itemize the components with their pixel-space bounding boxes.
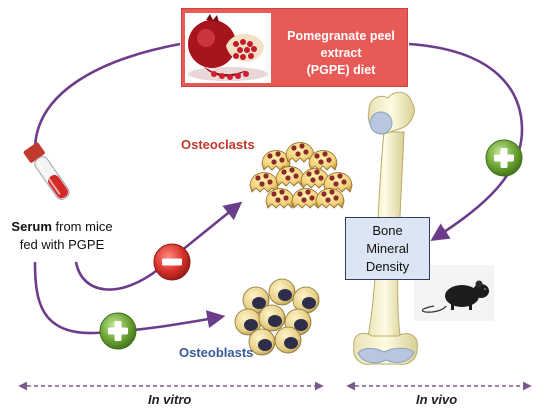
bone-mineral-density-box: Bone Mineral Density (345, 217, 430, 280)
blood-tube-icon (23, 142, 70, 200)
bmd-line1: Bone (372, 223, 403, 238)
osteoclasts-label: Osteoclasts (181, 137, 255, 152)
osteoclast-cell (265, 188, 295, 209)
arrow-diet-to-bone-density (408, 42, 524, 241)
osteoblast-cell (258, 304, 286, 332)
plus-sign-icon (485, 139, 523, 177)
diet-label-line2: (PGPE) diet (306, 63, 376, 77)
arrow-diet-to-serum (33, 42, 181, 151)
osteoblast-cell (242, 286, 270, 314)
diet-label: Pomegranate peel extract (PGPE) diet (276, 28, 406, 79)
arrow-serum-to-osteoclasts (74, 201, 243, 291)
osteoclast-cell (261, 150, 291, 171)
osteoclast-cell (249, 172, 279, 193)
osteoclast-cells-icon (249, 142, 353, 209)
serum-label: Serum from mice fed with PGPE (0, 218, 124, 254)
osteoblast-cell (234, 308, 262, 336)
bmd-line2: Mineral (366, 241, 409, 256)
osteoclast-cell (308, 150, 338, 171)
bmd-line3: Density (365, 259, 410, 274)
osteoblast-cells-icon (234, 278, 320, 356)
osteoblast-cell (248, 328, 276, 356)
diet-label-line1: Pomegranate peel extract (287, 29, 395, 60)
osteoblasts-label: Osteoblasts (179, 345, 254, 360)
osteoclast-cell (300, 168, 330, 189)
osteoblast-cell (268, 278, 296, 306)
in-vitro-label: In vitro (148, 392, 192, 407)
mouse-icon (414, 265, 494, 321)
osteoblast-cell (292, 286, 320, 314)
plus-sign-icon (99, 312, 137, 350)
in-vivo-label: In vivo (416, 392, 458, 407)
minus-sign-icon (153, 243, 191, 281)
osteoblast-cell (274, 326, 302, 354)
arrow-serum-to-osteoblasts (33, 261, 226, 335)
serum-label-bold: Serum (11, 219, 52, 234)
osteoclast-cell (291, 188, 321, 209)
pomegranate-icon (185, 13, 271, 83)
serum-label-rest: from mice (51, 219, 113, 234)
serum-label-line2: fed with PGPE (19, 237, 105, 252)
osteoclast-cell (315, 188, 345, 209)
